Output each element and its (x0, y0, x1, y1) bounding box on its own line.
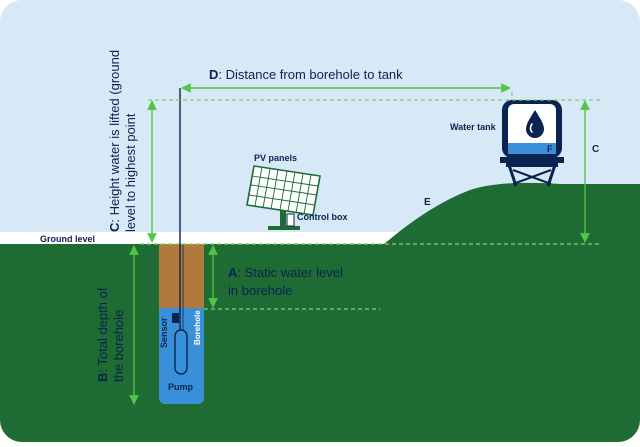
sensor-label: Sensor (159, 317, 169, 348)
pump (174, 329, 188, 375)
control-box (286, 213, 295, 227)
borehole-label: Borehole (193, 310, 202, 345)
tank-letter-f: F (547, 144, 553, 154)
label-a-line1: A: Static water level (228, 265, 343, 280)
label-b-line1: B: Total depth of (95, 287, 110, 382)
control-box-label: Control box (297, 212, 348, 222)
label-a-line2: in borehole (228, 283, 292, 298)
sensor (172, 313, 179, 323)
pv-panels-label: PV panels (254, 153, 297, 163)
ground-level-label: Ground level (40, 234, 95, 244)
label-c-line2: level to highest point (123, 113, 138, 232)
label-d: D: Distance from borehole to tank (209, 67, 403, 82)
label-b-line2: the borehole (111, 310, 126, 382)
water-tank-label: Water tank (450, 122, 497, 132)
label-c-line1: C: Height water is lifted (ground (107, 50, 122, 232)
right-c-letter: C (592, 144, 599, 155)
water-tank (500, 100, 564, 187)
pump-label: Pump (168, 382, 194, 392)
slope-letter-e: E (424, 197, 431, 208)
pv-panel (246, 165, 321, 230)
borehole (159, 88, 204, 404)
ground-surface-strip (0, 232, 400, 244)
